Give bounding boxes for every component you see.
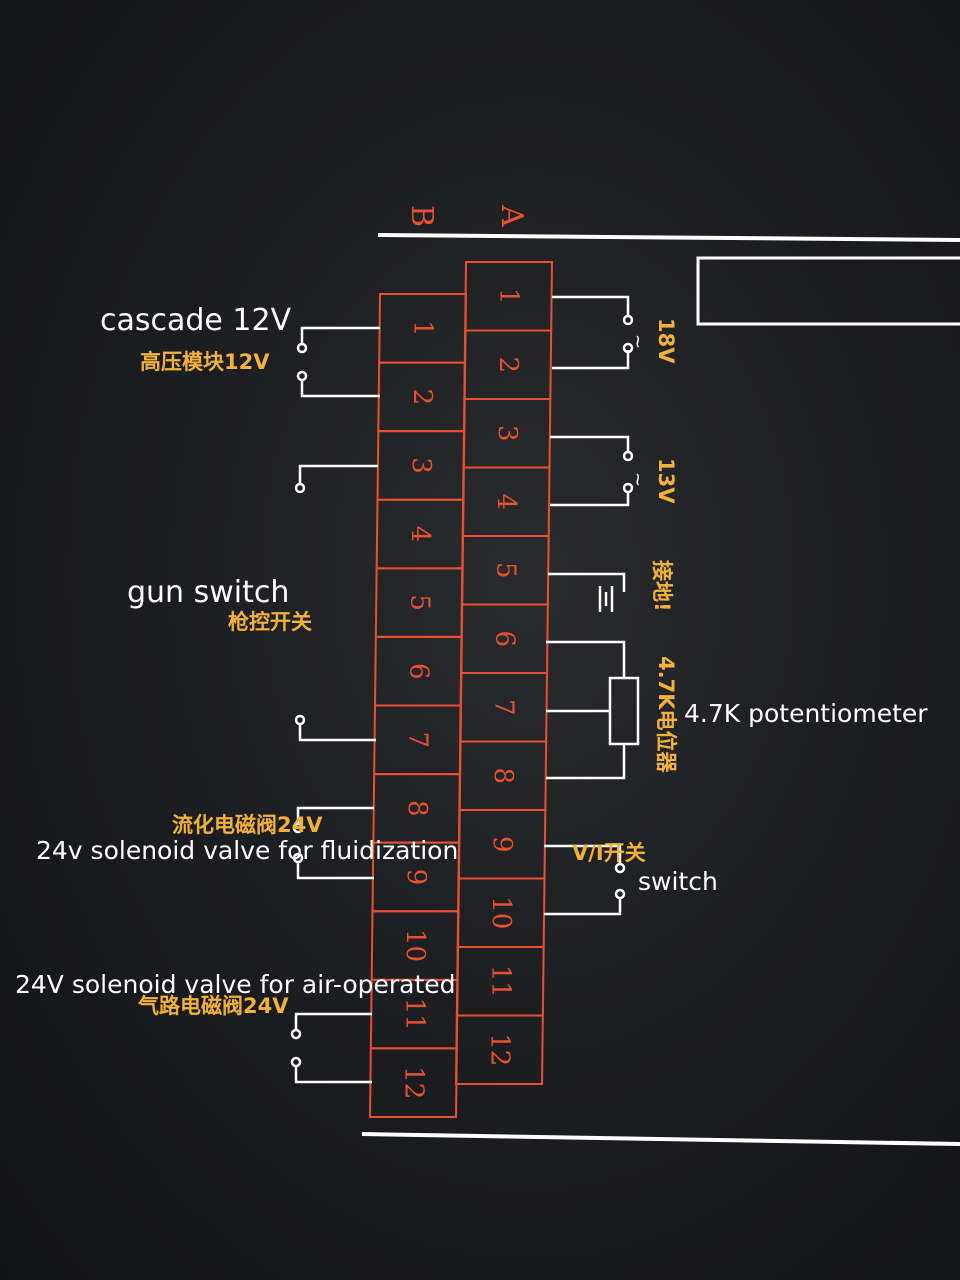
label-cn-13v: 13V: [654, 458, 678, 504]
label-cn-cascade: 高压模块12V: [140, 350, 270, 374]
b-terminal-label-3: 3: [406, 457, 436, 474]
label-cn-fluidization: 流化电磁阀24V: [172, 813, 323, 837]
b-terminal-label-10: 10: [400, 929, 430, 962]
a-terminal-label-12: 12: [484, 1033, 514, 1066]
label-switch: switch: [638, 867, 718, 896]
a-terminal-label-11: 11: [485, 965, 515, 998]
a-terminal-label-9: 9: [487, 836, 517, 853]
tilde-icon-18v: ~: [627, 334, 648, 349]
cascade-wiring: [296, 326, 380, 398]
b-terminal-label-4: 4: [405, 526, 435, 543]
b-terminal-label-11: 11: [399, 998, 429, 1031]
a-terminal-label-8: 8: [488, 767, 518, 784]
column-a-label: A: [494, 204, 529, 227]
potentiometer-wiring: [546, 640, 640, 780]
b-terminal-label-7: 7: [403, 732, 433, 749]
column-b-label: B: [404, 205, 439, 227]
b-terminal-label-5: 5: [404, 594, 434, 611]
label-cn-gun-switch: 枪控开关: [228, 610, 312, 634]
b-terminal-label-8: 8: [402, 800, 432, 817]
a-terminal-label-1: 1: [494, 288, 524, 305]
b-terminal-label-2: 2: [407, 389, 437, 406]
label-cn-air-operated: 气路电磁阀24V: [138, 994, 289, 1018]
a-terminal-label-5: 5: [490, 562, 520, 579]
frame-top-line: [377, 233, 960, 242]
label-cascade-12v: cascade 12V: [100, 303, 292, 338]
ground-symbol-icon: [548, 572, 626, 612]
a-terminal-label-4: 4: [491, 493, 521, 510]
vi-switch-wiring: [544, 844, 626, 916]
fluidization-wiring: [292, 806, 374, 880]
b-terminal-label-1: 1: [408, 320, 438, 337]
label-fluidization-valve: 24v solenoid valve for fluidization: [36, 836, 459, 865]
label-gun-switch: gun switch: [127, 575, 290, 610]
tilde-icon-13v: ~: [627, 472, 648, 487]
air-operated-wiring: [290, 1012, 372, 1084]
b-terminal-cell-12: [368, 1047, 458, 1118]
frame-right-box: [696, 256, 960, 326]
wiring-18v: [552, 295, 634, 370]
a-terminal-label-3: 3: [492, 425, 522, 442]
frame-bottom-line: [361, 1132, 960, 1146]
label-cn-18v: 18V: [654, 318, 678, 364]
wiring-13v: [550, 435, 634, 507]
label-air-operated-valve: 24V solenoid valve for air-operated: [15, 970, 456, 999]
a-terminal-label-7: 7: [489, 699, 519, 716]
label-cn-vi-switch: V/I开关: [572, 841, 646, 865]
a-terminal-label-2: 2: [493, 356, 523, 373]
gun-switch-wiring: [294, 464, 378, 742]
b-terminal-label-9: 9: [401, 869, 431, 886]
a-terminal-label-6: 6: [489, 630, 519, 647]
a-terminal-label-10: 10: [486, 896, 516, 929]
b-terminal-label-12: 12: [398, 1066, 428, 1099]
label-potentiometer: 4.7K potentiometer: [684, 699, 928, 728]
label-cn-potentiometer: 4.7K电位器: [654, 656, 678, 773]
label-cn-ground: 接地!: [650, 560, 674, 612]
b-terminal-label-6: 6: [403, 663, 433, 680]
